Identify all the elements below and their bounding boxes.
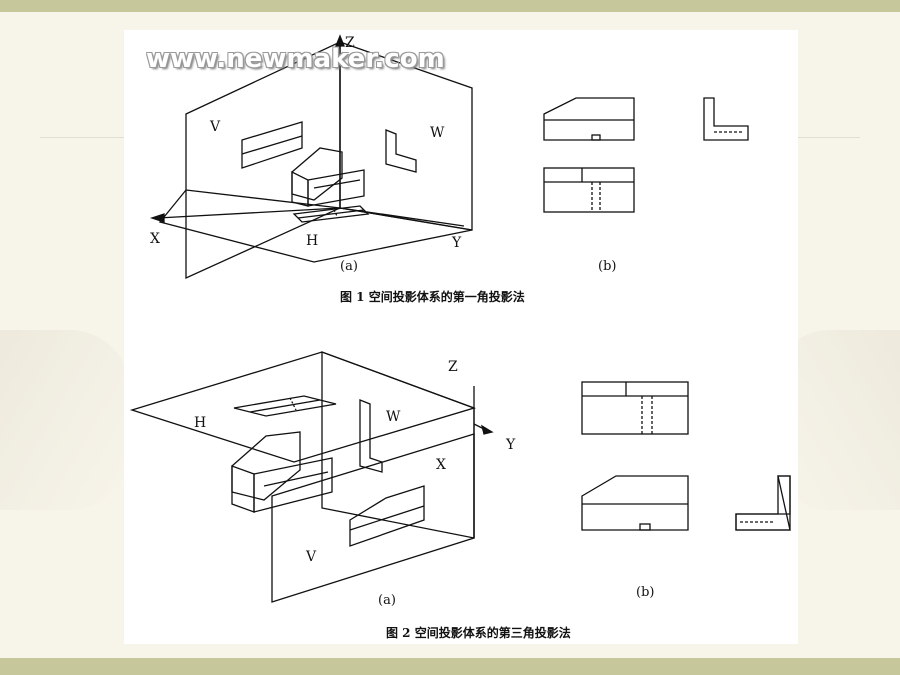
fig1-sub-b: (b)	[598, 259, 617, 274]
fig2-front-notch	[639, 523, 651, 531]
fig1-side-view	[703, 97, 749, 141]
fig2-h-projection	[233, 395, 337, 417]
fig2-solid-edge	[263, 471, 329, 487]
watermark: www.newmaker.com	[146, 44, 445, 74]
fig1-axis-z-label: Z	[345, 35, 355, 51]
fig1-caption: 图 1 空间投影体系的第一角投影法	[340, 290, 525, 304]
fig1-x-arrow	[149, 213, 165, 223]
bottom-band	[0, 658, 900, 675]
fig2-side-view-outline	[735, 475, 791, 531]
fig1-w-projection	[385, 129, 417, 173]
fig2-v-projection	[349, 485, 425, 547]
fig1-solid-left	[291, 170, 309, 207]
fig1-axis-y-label: Y	[452, 235, 462, 251]
fig2-axis-z-label: Z	[448, 359, 458, 375]
fig1-axis-x-label: X	[150, 231, 160, 247]
fig1-views	[543, 97, 749, 213]
fig2-y-arrow	[480, 424, 494, 435]
fig2-isometric	[129, 351, 494, 603]
top-band	[0, 0, 900, 12]
fig1-sub-a: (a)	[340, 259, 358, 274]
fig2-sub-b: (b)	[636, 585, 655, 600]
fig2-v-plane	[271, 433, 475, 603]
fig2-solid-base	[253, 457, 333, 513]
fig1-solid-back	[291, 147, 343, 201]
decorative-fan-left	[0, 330, 130, 510]
fig2-plane-h-label: H	[194, 415, 207, 431]
fig1-plane-v-label: V	[210, 119, 221, 135]
fig2-sub-a: (a)	[378, 593, 396, 608]
fig2-views	[581, 381, 791, 531]
fig1-plane-h-label: H	[306, 233, 319, 249]
fig2-plane-w-label: W	[386, 409, 401, 425]
fig1-h-projection	[292, 205, 370, 223]
fig2-h-projection-line	[249, 399, 321, 413]
fig1-front-notch	[591, 134, 601, 141]
fig1-top-view	[543, 167, 635, 213]
fig1-front-view	[543, 97, 635, 141]
fig2-w-projection	[359, 399, 383, 473]
fig1-isometric	[149, 34, 473, 280]
fig2-v-projection-line	[349, 505, 425, 531]
fig1-h-hidden	[333, 209, 339, 219]
fig2-plane-v-label: V	[306, 549, 317, 565]
fig1-solid-edge	[313, 179, 361, 189]
fig1-v-projection-line	[241, 135, 303, 155]
fig1-h-projection-line	[297, 209, 365, 219]
fig1-plane-w-label: W	[430, 125, 445, 141]
fig1-v-projection	[241, 121, 303, 169]
fig2-solid-left	[231, 465, 255, 513]
projection-drawing	[129, 34, 791, 603]
fig2-axis-y-label: Y	[506, 437, 516, 453]
fig2-caption: 图 2 空间投影体系的第三角投影法	[386, 626, 571, 640]
fig2-top-view	[581, 381, 689, 435]
fig2-h-plane	[129, 351, 477, 463]
fig1-solid-base	[307, 169, 365, 207]
fig2-axis-x-label: X	[436, 457, 446, 473]
fig1-x-axis	[157, 207, 341, 219]
projection-figure: www.newmaker.com Z X Y V W H (a) (b) 图 1…	[124, 30, 798, 644]
fig1-h-plane	[158, 189, 473, 263]
fig2-front-view	[581, 475, 689, 531]
fig2-w-plane	[321, 351, 475, 539]
